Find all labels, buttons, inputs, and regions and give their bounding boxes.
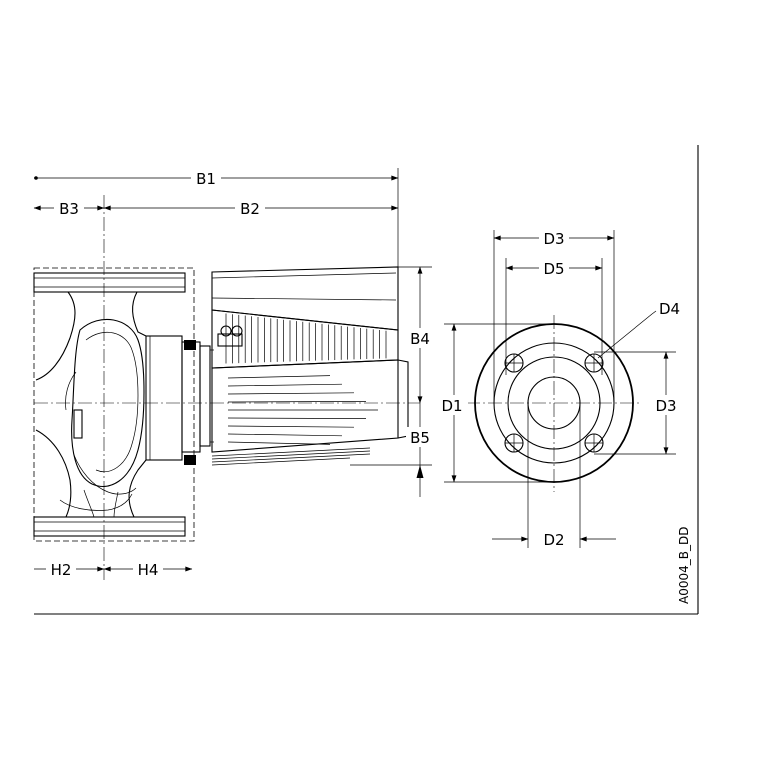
motor-body <box>34 266 420 466</box>
motor-fins-lower <box>227 375 378 445</box>
motor-fin <box>227 417 367 419</box>
dimension-h2: H2 <box>34 559 105 579</box>
motor-fin <box>227 375 331 379</box>
dimension-d1: D1 <box>438 323 554 483</box>
label-b3: B3 <box>59 200 79 218</box>
flange-front-view <box>466 315 642 492</box>
dimension-b1: B1 <box>34 168 399 268</box>
dimension-d3-right: D3 <box>594 351 681 455</box>
dimension-b3: B3 <box>33 198 105 218</box>
dimension-b4: B4 <box>398 266 436 404</box>
motor-fin <box>227 433 343 437</box>
label-d3-right: D3 <box>655 397 676 415</box>
label-d4: D4 <box>659 300 680 318</box>
label-b1: B1 <box>196 170 216 188</box>
motor-fin <box>227 425 355 428</box>
drawing-frame <box>34 145 699 615</box>
label-b4: B4 <box>410 330 430 348</box>
motor-fin <box>227 392 355 395</box>
dimension-h4: H4 <box>103 559 193 579</box>
dimension-d5: D5 <box>505 258 603 375</box>
label-d3-top: D3 <box>543 230 564 248</box>
motor-fin <box>227 441 331 445</box>
label-b2: B2 <box>240 200 260 218</box>
drawing-code: A0004_B_DD <box>677 527 691 604</box>
motor-fin <box>227 383 343 387</box>
motor-fin <box>227 401 367 403</box>
label-h2: H2 <box>51 561 72 579</box>
label-h4: H4 <box>138 561 159 579</box>
label-d5: D5 <box>543 260 564 278</box>
label-d1: D1 <box>441 397 462 415</box>
pump-side-view <box>33 195 214 580</box>
dimension-d4: D4 <box>597 300 680 359</box>
label-b5: B5 <box>410 429 430 447</box>
dimension-b5: B5 <box>350 403 436 497</box>
motor-fins-upper <box>225 313 387 364</box>
dimension-d3-top: D3 <box>493 228 615 403</box>
dimension-d2: D2 <box>492 403 616 549</box>
label-d2: D2 <box>543 531 564 549</box>
dimension-b2: B2 <box>103 198 399 218</box>
